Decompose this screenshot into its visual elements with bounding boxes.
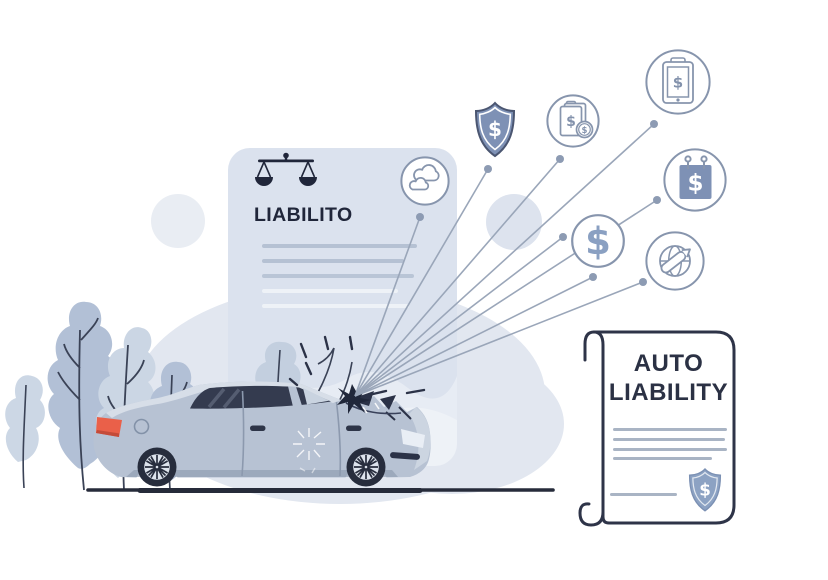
billing-documents-icon: $ $ — [546, 94, 600, 148]
scroll-text-line — [613, 438, 725, 441]
scroll-document: AUTO LIABILITY $ — [565, 323, 750, 535]
text-placeholder-line — [262, 289, 398, 293]
bg-circle-mid — [486, 194, 542, 250]
shield-dollar-text: $ — [488, 117, 502, 141]
scroll-dollar-shield-badge: $ — [688, 468, 722, 512]
document-dollar-text: $ — [566, 114, 576, 130]
text-placeholder-line — [262, 244, 417, 248]
scroll-title-bottom: LIABILITY — [608, 379, 729, 406]
payment-calendar-icon: $ — [663, 148, 727, 212]
coin-dollar-text: $ — [582, 126, 588, 136]
text-placeholder-line — [262, 274, 414, 278]
clouds-icon — [400, 156, 450, 206]
scroll-text-line — [613, 428, 727, 431]
scroll-title: AUTO LIABILITY — [603, 349, 734, 407]
panel-wave-decoration — [228, 371, 457, 466]
scroll-text-line — [613, 457, 712, 460]
globe-pen-icon — [645, 231, 705, 291]
text-placeholder-line — [262, 304, 409, 308]
dollar-coin-icon: $ — [570, 213, 626, 269]
scales-of-justice-icon — [255, 152, 317, 186]
coin-large-dollar-text: $ — [585, 220, 611, 263]
badge-dollar-text: $ — [699, 479, 711, 499]
scroll-text-line — [613, 448, 727, 451]
dollar-shield-icon: $ — [471, 101, 519, 159]
text-placeholder-line — [262, 259, 404, 263]
scroll-title-top: AUTO — [633, 350, 704, 377]
tablet-dollar-text: $ — [673, 74, 683, 92]
policy-panel-title: LIABILITO — [254, 204, 353, 226]
scroll-text-line — [610, 493, 677, 496]
bg-circle-small — [151, 194, 205, 248]
calendar-dollar-text: $ — [687, 171, 703, 197]
tablet-payment-icon: $ — [645, 49, 711, 115]
